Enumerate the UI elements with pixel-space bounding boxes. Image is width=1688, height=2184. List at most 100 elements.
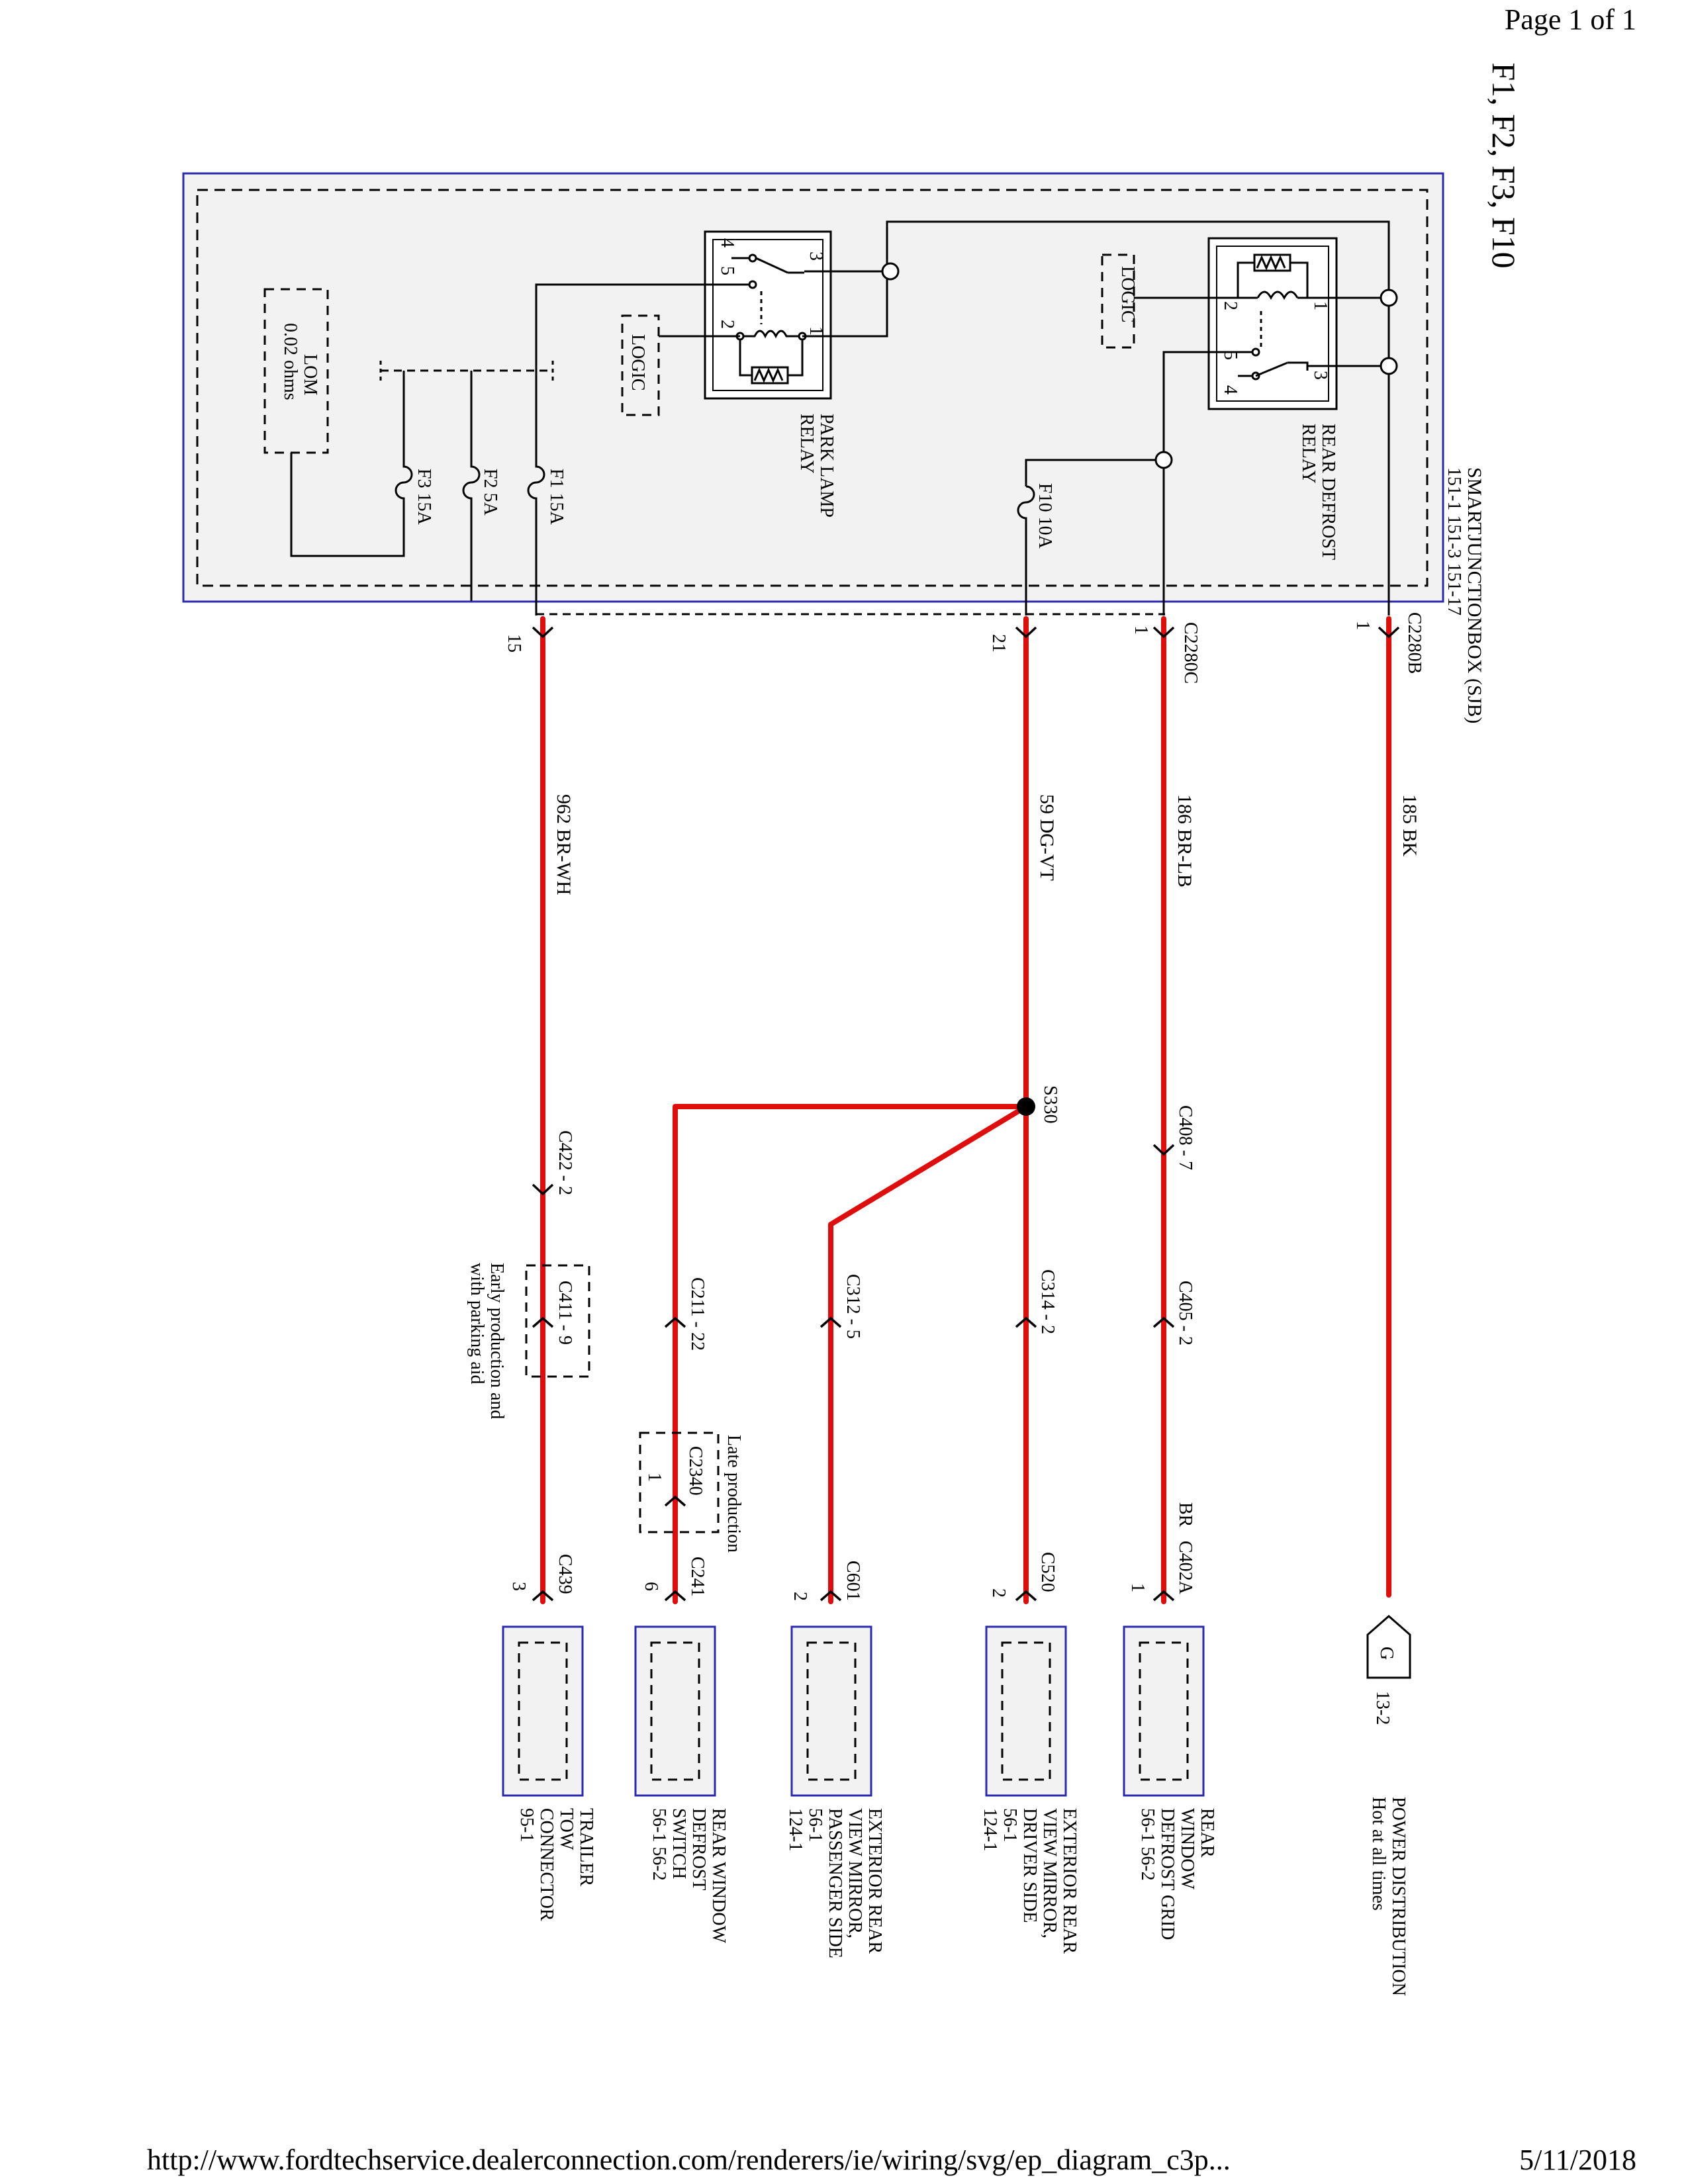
component-mirror-driver xyxy=(985,1625,1067,1797)
power-distribution-symbol-letter: G xyxy=(1376,1647,1397,1660)
sjb-inner-dashed-box xyxy=(196,189,1429,587)
rear-defrost-relay-pin-3: 3 xyxy=(1310,371,1331,380)
lom-label: LOM xyxy=(300,354,320,395)
park-lamp-relay-label: PARK LAMP xyxy=(816,414,837,518)
power-distribution-symbol xyxy=(1366,1615,1411,1679)
connector-c520-label: C520 xyxy=(1037,1552,1058,1592)
mirror-driver-label-2: VIEW MIRROR, xyxy=(1039,1808,1060,1938)
component-defrost-switch xyxy=(634,1625,716,1797)
park-lamp-logic-label: LOGIC xyxy=(628,334,648,391)
rear-defrost-logic-label: LOGIC xyxy=(1117,266,1138,323)
sjb-refs: 151-1 151-3 151-17 xyxy=(1444,467,1464,615)
power-distribution-note: Hot at all times xyxy=(1368,1797,1389,1911)
defrost-switch-label-3: SWITCH xyxy=(669,1808,689,1879)
mirror-passenger-label-2: VIEW MIRROR, xyxy=(845,1808,865,1938)
fuse-f2-label: F2 5A xyxy=(480,469,500,516)
connector-c439-label: C439 xyxy=(555,1554,575,1594)
connector-c405-label: C405 - 2 xyxy=(1175,1281,1196,1345)
mirror-driver-label-5: 124-1 xyxy=(980,1808,1000,1851)
wire-59-label: 59 DG-VT xyxy=(1036,794,1058,881)
fuse-f1-label: F1 15A xyxy=(546,469,567,525)
connector-c439-pin: 3 xyxy=(508,1582,529,1591)
trailer-tow-label-3: CONNECTOR xyxy=(536,1808,557,1921)
rear-defrost-logic-box xyxy=(1101,253,1135,349)
connector-c2340-pin: 1 xyxy=(644,1473,665,1482)
connector-c408-label: C408 - 7 xyxy=(1175,1105,1196,1170)
connector-c2340-box xyxy=(639,1432,720,1533)
connector-c2280c-label: C2280C xyxy=(1180,622,1201,684)
fuse-f10-label: F10 10A xyxy=(1035,483,1055,549)
diagram-title: F1, F2, F3, F10 xyxy=(1485,62,1523,268)
page-footer-url: http://www.fordtechservice.dealerconnect… xyxy=(147,2144,1231,2176)
red-wires xyxy=(540,616,1391,1604)
component-defrost-grid xyxy=(1123,1625,1205,1797)
connector-c2340-note: Late production xyxy=(724,1435,744,1553)
park-lamp-relay-inner xyxy=(712,239,823,391)
park-lamp-logic-box xyxy=(621,314,660,416)
mirror-passenger-label-1: EXTERIOR REAR xyxy=(865,1808,885,1954)
connector-c2280c-pin-21: 21 xyxy=(988,634,1009,653)
connector-c411-label: C411 - 9 xyxy=(555,1281,575,1345)
mirror-driver-label-1: EXTERIOR REAR xyxy=(1059,1808,1080,1954)
park-lamp-relay-pin-2: 2 xyxy=(717,320,737,329)
defrost-switch-label-2: DEFROST xyxy=(688,1808,709,1890)
connector-c312-label: C312 - 5 xyxy=(843,1274,863,1339)
connector-c601-pin: 2 xyxy=(790,1592,810,1601)
trailer-tow-label-1: TRAILER xyxy=(576,1808,596,1887)
power-distribution-label: POWER DISTRIBUTION xyxy=(1388,1797,1409,1996)
fuse-f3-label: F3 15A xyxy=(414,469,434,525)
connector-c241-pin: 6 xyxy=(641,1582,661,1591)
mirror-passenger-label-5: 124-1 xyxy=(785,1808,806,1851)
mirror-driver-label-3: DRIVER SIDE xyxy=(1019,1808,1040,1923)
park-lamp-relay-outer xyxy=(704,230,832,400)
defrost-switch-label-1: REAR WINDOW xyxy=(708,1808,729,1944)
connector-c402a-label: C402A xyxy=(1175,1541,1196,1595)
park-lamp-relay-pin-4: 4 xyxy=(717,238,737,248)
connector-c402a-color: BR xyxy=(1175,1502,1196,1527)
sjb-label: SMARTJUNCTIONBOX (SJB) xyxy=(1464,467,1485,723)
power-distribution-ref: 13-2 xyxy=(1372,1691,1393,1725)
connector-c2280b-pin: 1 xyxy=(1352,621,1373,630)
park-lamp-relay-internals xyxy=(731,253,807,385)
wire-s330-to-passenger-mirror xyxy=(828,1104,1029,1604)
wire-s330-to-defrost-switch xyxy=(673,1104,1029,1604)
trailer-tow-label-4: 95-1 xyxy=(516,1808,537,1842)
component-mirror-passenger xyxy=(790,1625,872,1797)
rear-defrost-relay-pin-4: 4 xyxy=(1220,385,1241,394)
connector-c402a-pin: 1 xyxy=(1127,1583,1148,1592)
park-lamp-relay-pin-5: 5 xyxy=(717,266,737,275)
defrost-grid-label-1: REAR xyxy=(1197,1808,1217,1858)
connector-c411-note-1: Early production and xyxy=(487,1263,507,1419)
connector-c241-label: C241 xyxy=(687,1557,708,1597)
mirror-passenger-label-4: 56-1 xyxy=(805,1808,825,1842)
defrost-grid-label-4: 56-1 56-2 xyxy=(1137,1808,1158,1881)
rear-defrost-relay-pin-2: 2 xyxy=(1220,301,1241,310)
splice-s330-label: S330 xyxy=(1040,1085,1060,1124)
park-lamp-relay-pin-3: 3 xyxy=(806,251,826,261)
park-lamp-relay-pin-1: 1 xyxy=(806,326,826,336)
connector-c2280c-pin-1: 1 xyxy=(1131,625,1151,635)
rear-defrost-relay-pin-1: 1 xyxy=(1310,301,1331,310)
connector-c601-label: C601 xyxy=(843,1561,863,1601)
connector-c411-note-2: with parking aid xyxy=(467,1263,487,1385)
mirror-passenger-label-3: PASSENGER SIDE xyxy=(825,1808,845,1958)
lom-box xyxy=(263,288,329,454)
connector-c520-pin: 2 xyxy=(988,1588,1009,1598)
page-header: Page 1 of 1 xyxy=(1504,3,1636,36)
wire-962-label: 962 BR-WH xyxy=(553,794,575,895)
rear-defrost-relay-internals xyxy=(1237,253,1309,381)
sjb-internal-wiring xyxy=(290,220,1398,615)
rear-defrost-relay-label: REAR DEFROST xyxy=(1318,424,1338,560)
connector-c211-label: C211 - 22 xyxy=(687,1277,708,1351)
connector-c2340-label: C2340 xyxy=(685,1446,706,1496)
page-footer-date: 5/11/2018 xyxy=(1519,2144,1636,2176)
lom-value: 0.02 ohms xyxy=(280,323,301,400)
connector-c411-box xyxy=(525,1264,590,1378)
connector-markers xyxy=(532,626,1400,1602)
connector-c422-label: C422 - 2 xyxy=(555,1130,575,1195)
rear-defrost-relay-label-2: RELAY xyxy=(1298,424,1319,484)
defrost-grid-label-3: DEFROST GRID xyxy=(1157,1808,1178,1940)
defrost-grid-label-2: WINDOW xyxy=(1177,1808,1197,1889)
connector-c314-label: C314 - 2 xyxy=(1037,1269,1058,1334)
